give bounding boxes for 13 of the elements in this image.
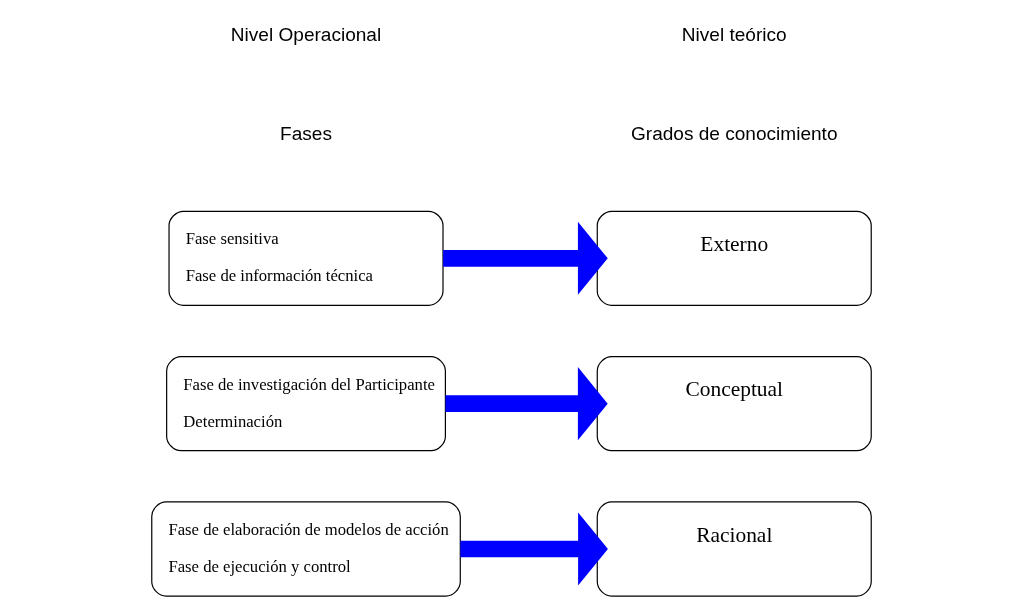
label: Nivel Operacional <box>230 24 382 46</box>
node-box: Fase sensitiva Fase de información técnica <box>168 210 444 306</box>
label: Nivel teórico <box>681 24 787 46</box>
label: Fases <box>280 123 332 145</box>
node-box: Externo <box>596 210 872 306</box>
node-box: Racional <box>596 501 872 597</box>
arrow <box>445 367 608 441</box>
label: Grados de conocimiento <box>631 123 838 145</box>
node-box: Fase de investigación del Participante Determinación <box>166 356 446 452</box>
node-box: Conceptual <box>596 356 872 452</box>
arrow <box>460 512 608 586</box>
arrow <box>443 221 608 295</box>
node-box: Fase de elaboración de modelos de acción Fase de ejecución y control <box>151 501 461 597</box>
